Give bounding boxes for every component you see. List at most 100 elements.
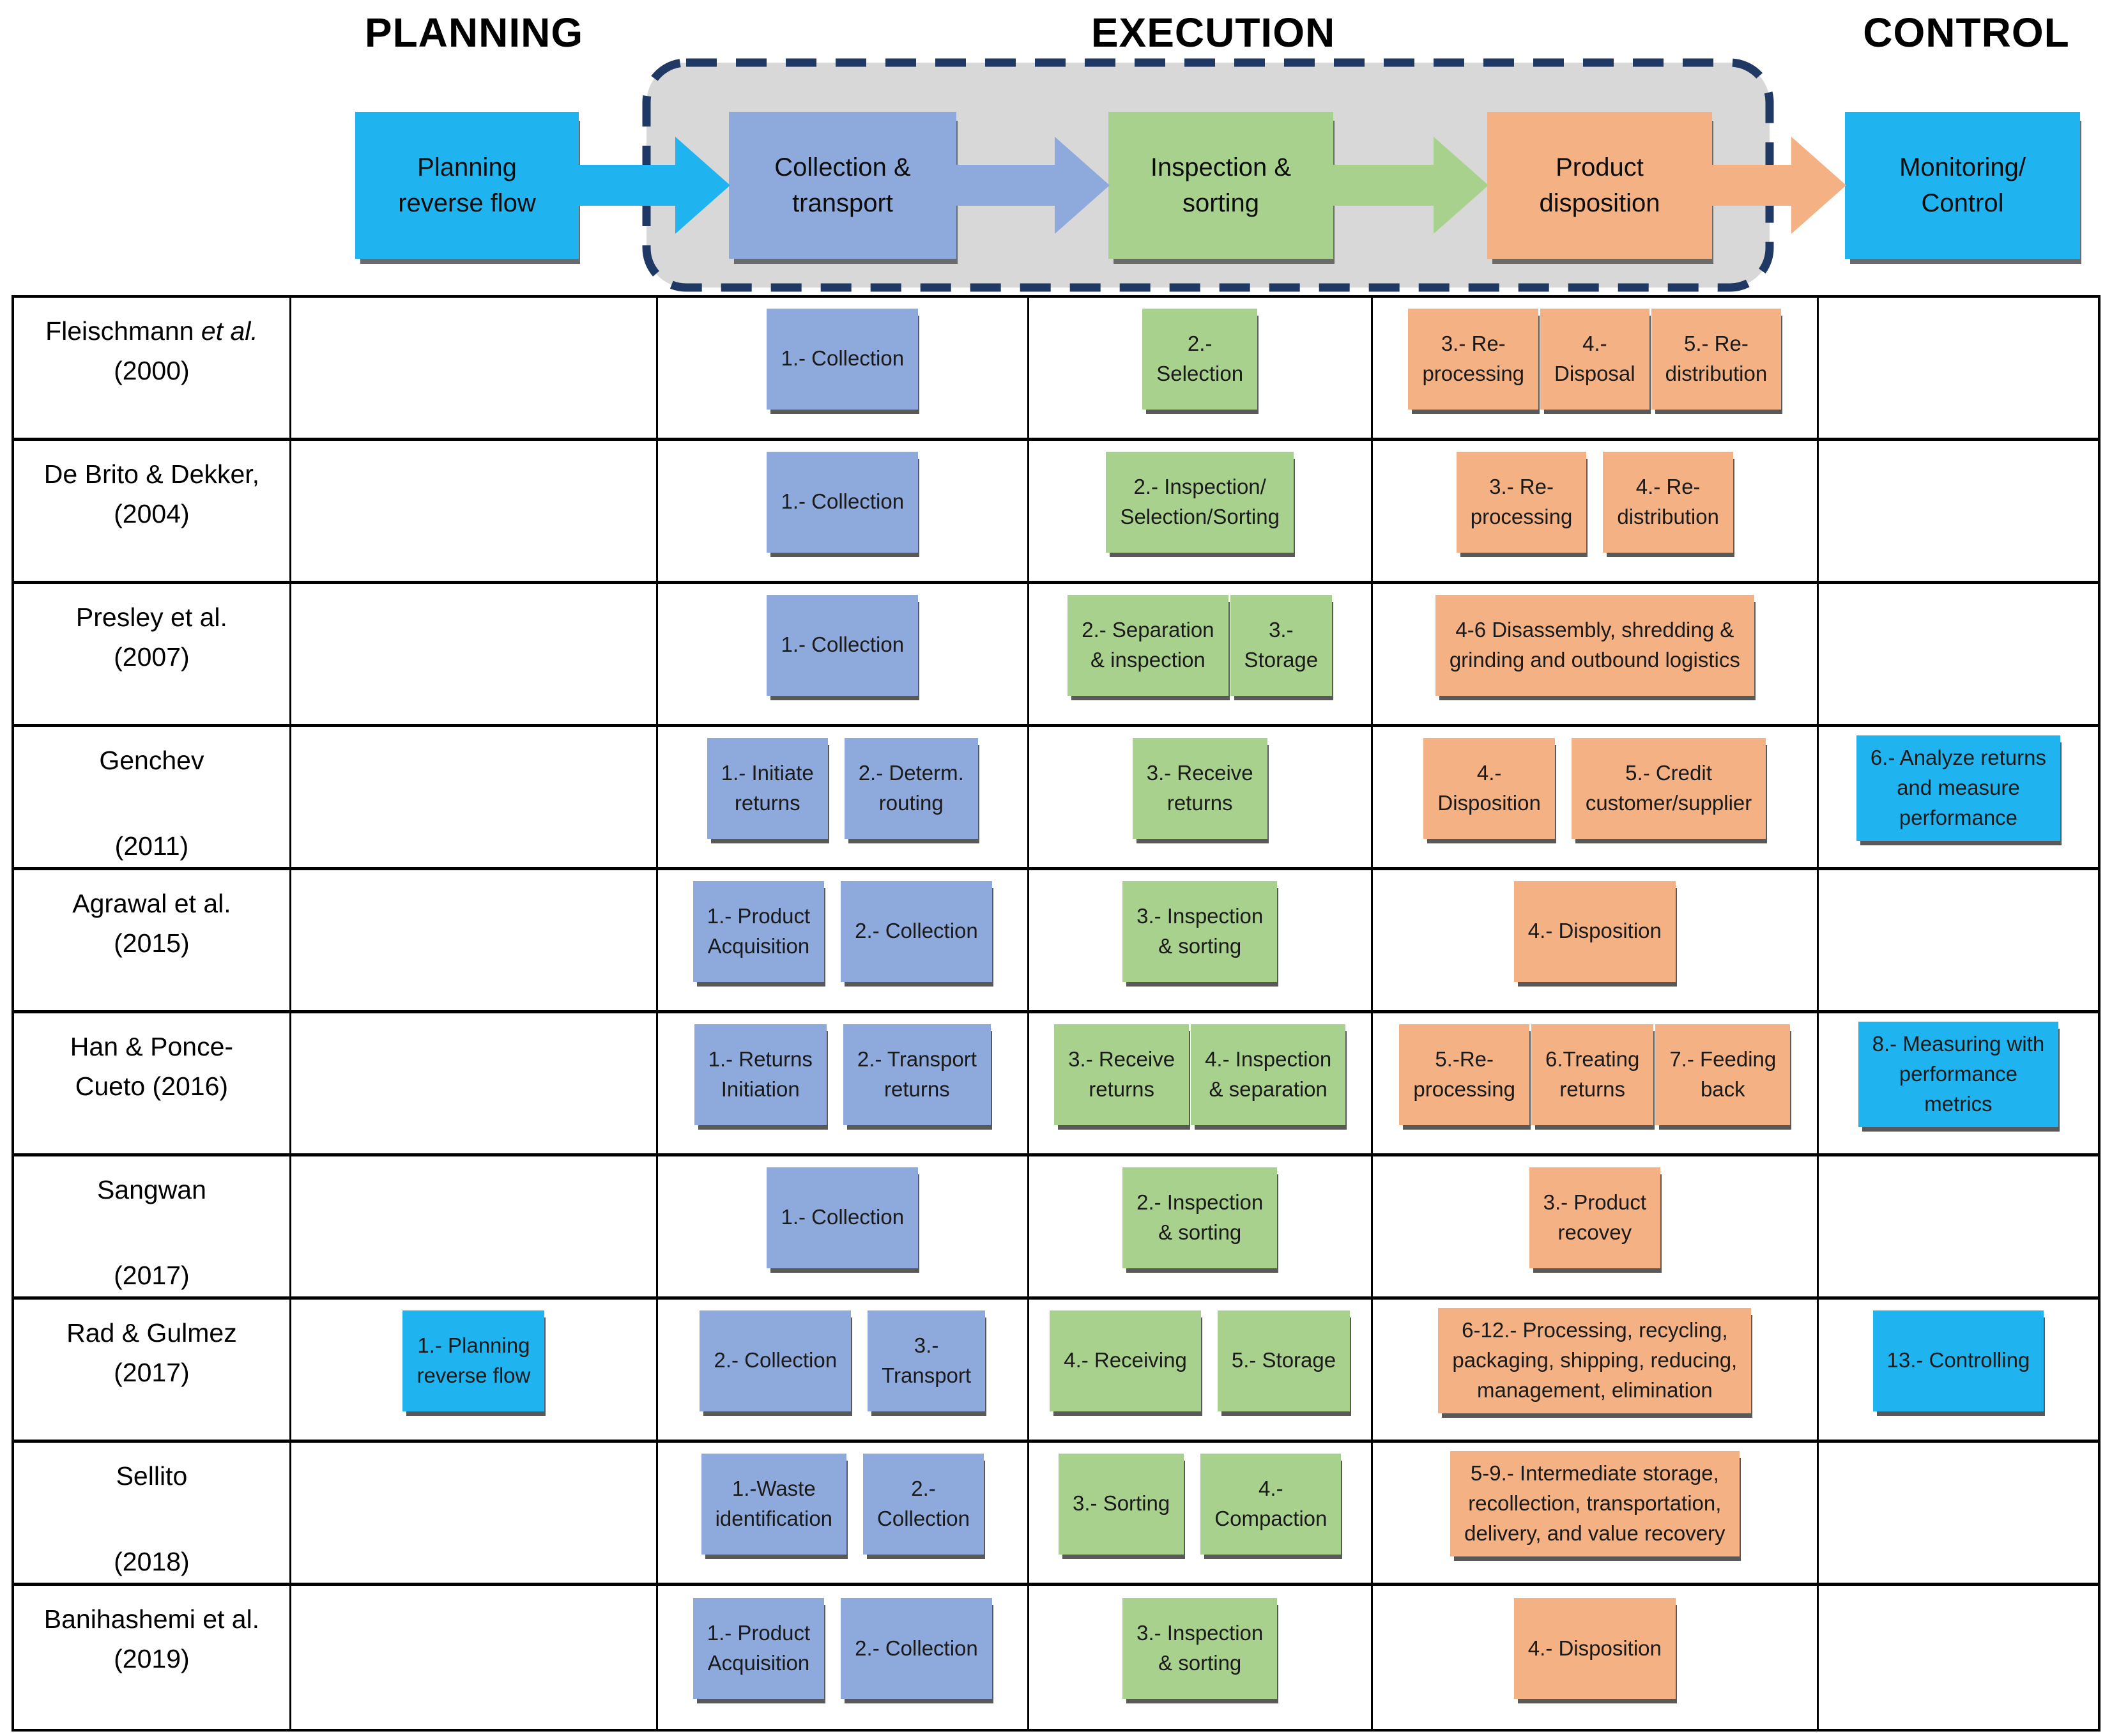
process-step-box: 1.-Waste identification [701,1453,847,1555]
cell-planning [291,584,658,724]
author-name: De Brito & Dekker, [43,459,260,489]
author-name: Rad & Gulmez [66,1318,237,1348]
process-step-box: 2.- Separation & inspection [1067,594,1228,696]
process-step-box: 4.- Disposal [1540,308,1649,410]
process-step-box: 1.- Returns Initiation [694,1024,827,1125]
author-year: (2007) [114,641,190,672]
process-step-box: 4-6 Disassembly, shredding & grinding an… [1435,594,1754,696]
author-cell: Sangwan(2017) [14,1156,291,1296]
cell-product-disposition: 6-12.- Processing, recycling, packaging,… [1373,1300,1819,1440]
cell-control [1819,1156,2098,1296]
cell-product-disposition: 3.- Product recovey [1373,1156,1819,1296]
cell-inspection-sorting: 3.- Receive returns [1029,727,1373,867]
author-name: Fleischmann et al. [45,316,258,346]
process-step-box: 1.- Collection [767,594,919,696]
author-cell: Banihashemi et al. (2019) [14,1586,291,1729]
table-row: Rad & Gulmez(2017)1.- Planning reverse f… [14,1300,2098,1443]
cell-inspection-sorting: 2.- Selection [1029,298,1373,438]
flow-box-product-disposition: Product disposition [1487,112,1712,259]
cell-control [1819,441,2098,581]
author-year: (2000) [114,355,190,385]
stage-title-execution: EXECUTION [1090,10,1336,56]
cell-planning [291,727,658,867]
process-step-box: 2.- Determ. routing [844,737,978,839]
author-cell: Agrawal et al.(2015) [14,870,291,1010]
process-step-box: 3.- Product recovey [1529,1167,1661,1268]
process-step-box: 5.- Credit customer/supplier [1571,737,1766,839]
author-year: (2011) [114,831,189,861]
process-step-box: 3.- Receive returns [1132,737,1267,839]
author-year: (2004) [114,498,190,528]
process-step-box: 2.- Selection [1142,308,1258,410]
cell-control [1819,1443,2098,1583]
process-step-box: 2.- Collection [841,880,992,982]
cell-planning [291,1156,658,1296]
cell-inspection-sorting: 3.- Inspection & sorting [1029,870,1373,1010]
cell-control: 13.- Controlling [1819,1300,2098,1440]
process-step-box: 5-9.- Intermediate storage, recollection… [1450,1451,1740,1556]
process-step-box: 3.- Receive returns [1054,1024,1190,1125]
author-cell: Presley et al. (2007) [14,584,291,724]
cell-inspection-sorting: 2.- Inspection & sorting [1029,1156,1373,1296]
process-step-box: 3.- Storage [1230,594,1333,696]
process-step-box: 1.- Collection [767,451,919,553]
process-step-box: 1.- Collection [767,308,919,410]
author-cell: Sellito (2018) [14,1443,291,1583]
author-year: (2018) [114,1546,190,1576]
process-step-box: 3.- Inspection & sorting [1122,880,1278,982]
cell-collection-transport: 1.- Collection [658,1156,1029,1296]
process-step-box: 1.- Product Acquisition [693,1598,825,1699]
process-step-box: 4.- Disposition [1513,880,1676,982]
process-step-box: 2.- Inspection & sorting [1122,1167,1278,1268]
process-step-box: 4.- Disposition [1423,737,1555,839]
process-step-box: 3.- Re- processing [1408,308,1539,410]
author-name: Presley et al. [75,603,227,632]
process-step-box: 7.- Feeding back [1655,1024,1791,1125]
cell-control: 8.- Measuring with performance metrics [1819,1013,2098,1153]
author-name: Banihashemi et al. [43,1604,260,1634]
process-step-box: 4.- Disposition [1513,1598,1676,1699]
process-step-box: 2.- Collection [863,1453,984,1555]
process-step-box: 2.- Inspection/ Selection/Sorting [1106,451,1294,553]
author-name: Han & Ponce- [70,1032,234,1061]
process-step-box: 2.- Collection [841,1598,992,1699]
process-step-box: 3.- Sorting [1059,1453,1184,1555]
process-step-box: 2.- Collection [700,1310,852,1411]
cell-product-disposition: 4.- Disposition [1373,870,1819,1010]
cell-inspection-sorting: 2.- Inspection/ Selection/Sorting [1029,441,1373,581]
cell-control: 6.- Analyze returns and measure performa… [1819,727,2098,867]
process-step-box: 3.- Transport [868,1310,986,1411]
author-name: Genchev [99,746,204,775]
flow-box-planning-reverse-flow: Planning reverse flow [355,112,579,259]
author-year: (2019) [114,1643,190,1673]
process-step-box: 4.- Compaction [1200,1453,1342,1555]
cell-planning [291,1443,658,1583]
cell-planning [291,1013,658,1153]
table-row: Presley et al. (2007) 1.- Collection 2.- Se… [14,584,2098,727]
author-cell: Fleischmann et al. (2000) [14,298,291,438]
process-step-box: 6-12.- Processing, recycling, packaging,… [1438,1308,1752,1413]
process-step-box: 4.- Re- distribution [1603,451,1733,553]
author-name: Agrawal et al. [72,889,231,918]
author-name: Sellito [116,1461,188,1491]
process-step-box: 5.-Re- processing [1399,1024,1529,1125]
stage-title-control: CONTROL [1863,10,2070,56]
flow-box-inspection-sorting: Inspection & sorting [1108,112,1333,259]
process-step-box: 1.- Planning reverse flow [402,1310,545,1411]
cell-planning [291,870,658,1010]
cell-collection-transport: 1.- Collection [658,584,1029,724]
